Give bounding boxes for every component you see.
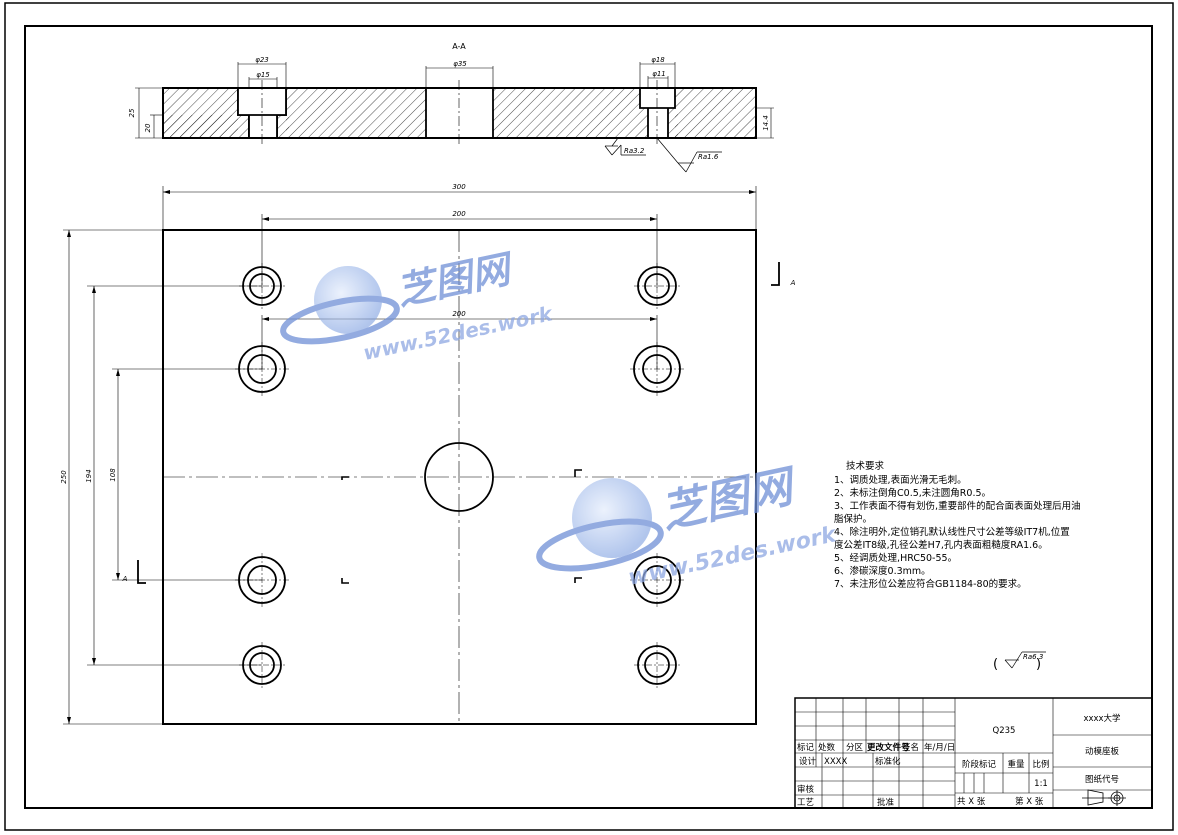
tech-item-4: 4、除注明外,定位销孔默认线性尺寸公差等级IT7机,位置 xyxy=(834,526,1070,538)
dim-right-counterbore: φ18 xyxy=(651,56,665,64)
plan-view: A A xyxy=(60,183,796,725)
drawing-frame xyxy=(24,25,1153,809)
globe-logo-icon xyxy=(280,266,400,345)
tb-stage-mark: 阶段标记 xyxy=(962,759,997,770)
tech-item-7: 7、未注形位公差应符合GB1184-80的要求。 xyxy=(834,578,1027,590)
tb-approve: 批准 xyxy=(877,797,895,808)
sheet-border xyxy=(4,2,1174,831)
dim-center-hole: φ35 xyxy=(453,60,467,68)
center-bore-section xyxy=(425,87,494,139)
dim-pitch-top: 200 xyxy=(452,210,466,218)
tb-scale-label: 比例 xyxy=(1032,759,1049,770)
roughness-symbol-1 xyxy=(604,137,646,156)
bolt-hole xyxy=(634,642,680,688)
section-hatch-6 xyxy=(675,88,756,138)
tb-date: 年/月/日 xyxy=(924,742,955,753)
tb-sign: 签名 xyxy=(902,742,919,753)
paren-open: ( xyxy=(993,657,998,672)
section-hatch-7 xyxy=(668,108,678,138)
watermark-1: 芝图网 www.52des.work xyxy=(280,246,556,365)
roughness-label-2: Ra1.6 xyxy=(698,153,719,161)
paren-close: ) xyxy=(1036,657,1041,672)
tech-item-3: 3、工作表面不得有划伤,重要部件的配合面表面处理后用油 xyxy=(834,500,1081,512)
tb-sheet-no: 第 X 张 xyxy=(1015,796,1044,807)
section-mark-top xyxy=(771,262,780,286)
section-hatch-5 xyxy=(493,88,640,138)
tb-designer: XXXX xyxy=(824,757,847,767)
bolt-hole xyxy=(630,553,684,607)
watermark-brand-2: 芝图网 xyxy=(657,460,803,539)
section-hatch-2 xyxy=(163,115,249,138)
general-roughness-symbol xyxy=(1004,651,1046,669)
tb-change-doc: 更改文件号 xyxy=(867,742,910,753)
tb-process: 工艺 xyxy=(797,798,814,808)
roughness-symbol-2 xyxy=(656,137,722,173)
tb-weight: 重量 xyxy=(1007,759,1025,770)
tb-drawing-no: 图纸代号 xyxy=(1085,774,1119,785)
projection-symbol-icon xyxy=(1082,789,1126,806)
dim-width: 300 xyxy=(452,183,466,191)
section-hatch-4 xyxy=(277,115,289,138)
globe-logo-icon-2 xyxy=(536,478,664,572)
title-block: Q235 xxxx大学 动模座板 图纸代号 标记 处数 分区 更改文件号 签名 … xyxy=(794,697,1153,809)
tb-design: 设计 xyxy=(799,756,817,767)
tb-total-sheets: 共 X 张 xyxy=(957,797,986,807)
tech-item-4b: 度公差IT8级,孔径公差H7,孔内表面粗糙度RA1.6。 xyxy=(834,539,1048,551)
section-mark-left-label: A xyxy=(122,575,128,583)
tb-zone: 分区 xyxy=(846,743,864,753)
tech-title: 技术要求 xyxy=(846,460,885,472)
tb-scale: 1:1 xyxy=(1034,779,1048,789)
watermark-2: 芝图网 www.52des.work xyxy=(536,460,840,591)
general-roughness-label: Ra6.3 xyxy=(1023,653,1043,661)
center-hole xyxy=(424,442,494,512)
right-counterbore-outline xyxy=(639,88,676,138)
tech-item-6: 6、渗碳深度0.3mm。 xyxy=(834,565,931,577)
dim-thickness-total: 25 xyxy=(128,108,136,117)
section-label: A-A xyxy=(452,42,466,51)
roughness-label-1: Ra3.2 xyxy=(624,147,645,155)
watermark-brand-1: 芝图网 xyxy=(393,246,519,314)
tech-item-3b: 脂保护。 xyxy=(834,513,872,525)
tb-count: 处数 xyxy=(818,742,836,753)
tb-material: Q235 xyxy=(993,726,1016,736)
dim-height: 250 xyxy=(60,470,68,484)
tb-review: 审核 xyxy=(797,784,815,795)
tech-item-5: 5、经调质处理,HRC50-55。 xyxy=(834,552,957,564)
tb-standardize: 标准化 xyxy=(875,756,901,767)
section-hatch-3 xyxy=(286,88,426,138)
tech-item-2: 2、未标注倒角C0.5,未注圆角R0.5。 xyxy=(834,487,991,499)
dim-right-hole: φ11 xyxy=(652,70,666,78)
tb-mark: 标记 xyxy=(797,742,815,753)
dim-left-hole: φ15 xyxy=(256,71,270,79)
dim-108: 108 xyxy=(109,468,117,482)
section-mark-top-label: A xyxy=(790,279,796,287)
tb-part-name: 动模座板 xyxy=(1085,746,1120,757)
section-view: A-A xyxy=(128,42,774,173)
section-corner-marks xyxy=(341,469,582,584)
dim-left-counterbore: φ23 xyxy=(255,56,269,64)
section-mark-left xyxy=(137,560,146,584)
tb-school: xxxx大学 xyxy=(1083,713,1121,724)
dim-thickness-lower: 20 xyxy=(144,123,152,132)
dim-pitch-mid: 200 xyxy=(452,310,466,318)
dim-right-depth: 14.4 xyxy=(762,115,770,131)
tech-item-1: 1、调质处理,表面光滑无毛刺。 xyxy=(834,474,967,486)
section-hatch-8 xyxy=(640,108,648,138)
dim-194: 194 xyxy=(85,469,93,482)
technical-requirements: 技术要求 1、调质处理,表面光滑无毛刺。 2、未标注倒角C0.5,未注圆角R0.… xyxy=(834,460,1081,672)
